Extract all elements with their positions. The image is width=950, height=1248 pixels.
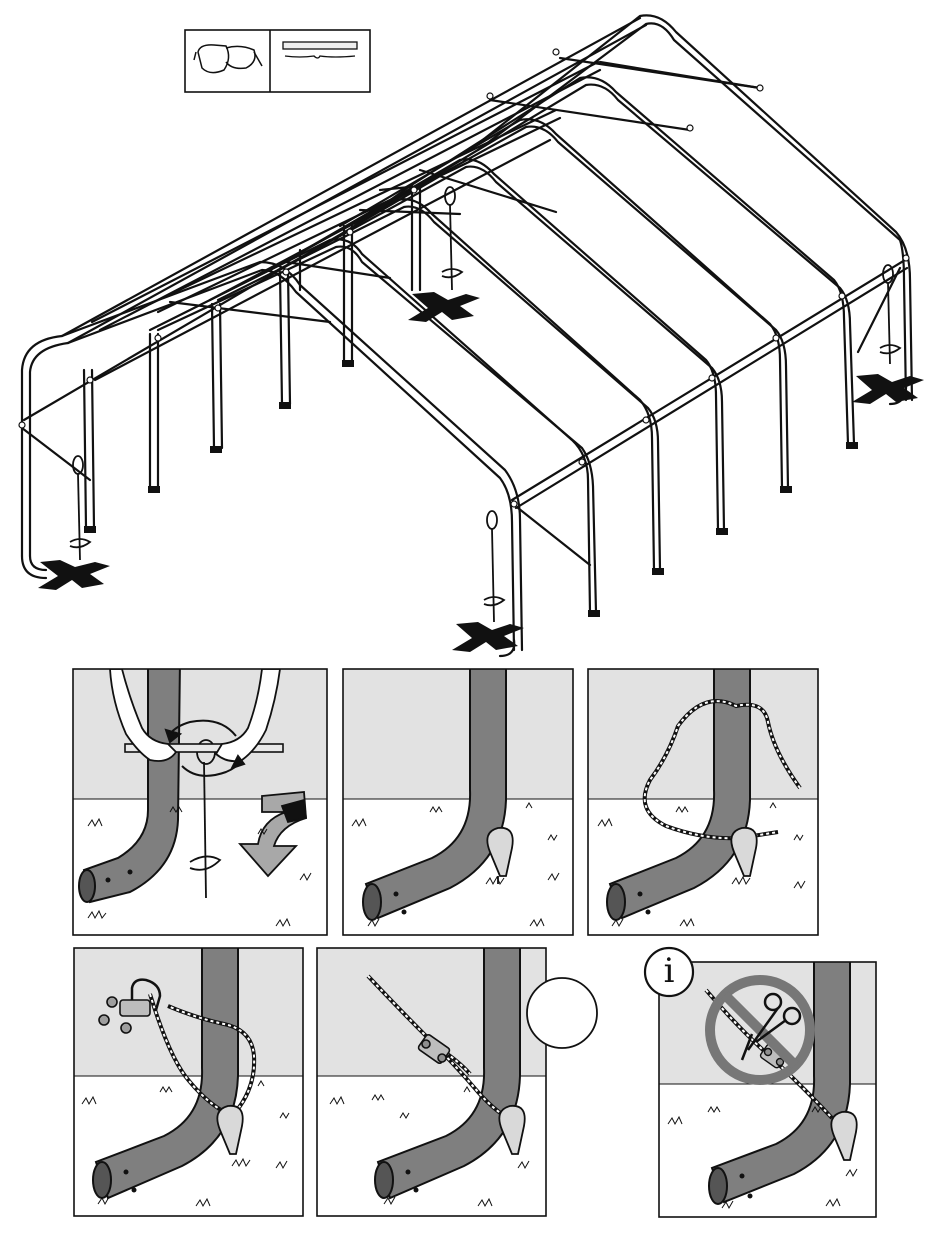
step-4-attach-clamp-panel [74,940,303,1216]
anchor-front-right [484,511,504,622]
frame-foot-pads [84,360,858,617]
step-6-do-not-cut-cable-panel [659,956,876,1217]
info-badge-glyph: i [645,954,693,994]
torque-callout-circle [527,978,597,1048]
step-2-anchor-installed-panel [343,660,573,935]
step-5-tighten-clamp-panel [317,940,546,1216]
step-3-thread-cable-panel [588,660,818,935]
tent-frame-drawing [19,15,912,656]
x-placement-mark [38,292,924,652]
anchor-back-right [880,265,900,364]
frame-connectors [19,49,909,507]
tools-box [185,30,370,92]
auger-anchor-icon [70,187,900,622]
step-1-screw-in-anchor-panel [73,660,327,935]
